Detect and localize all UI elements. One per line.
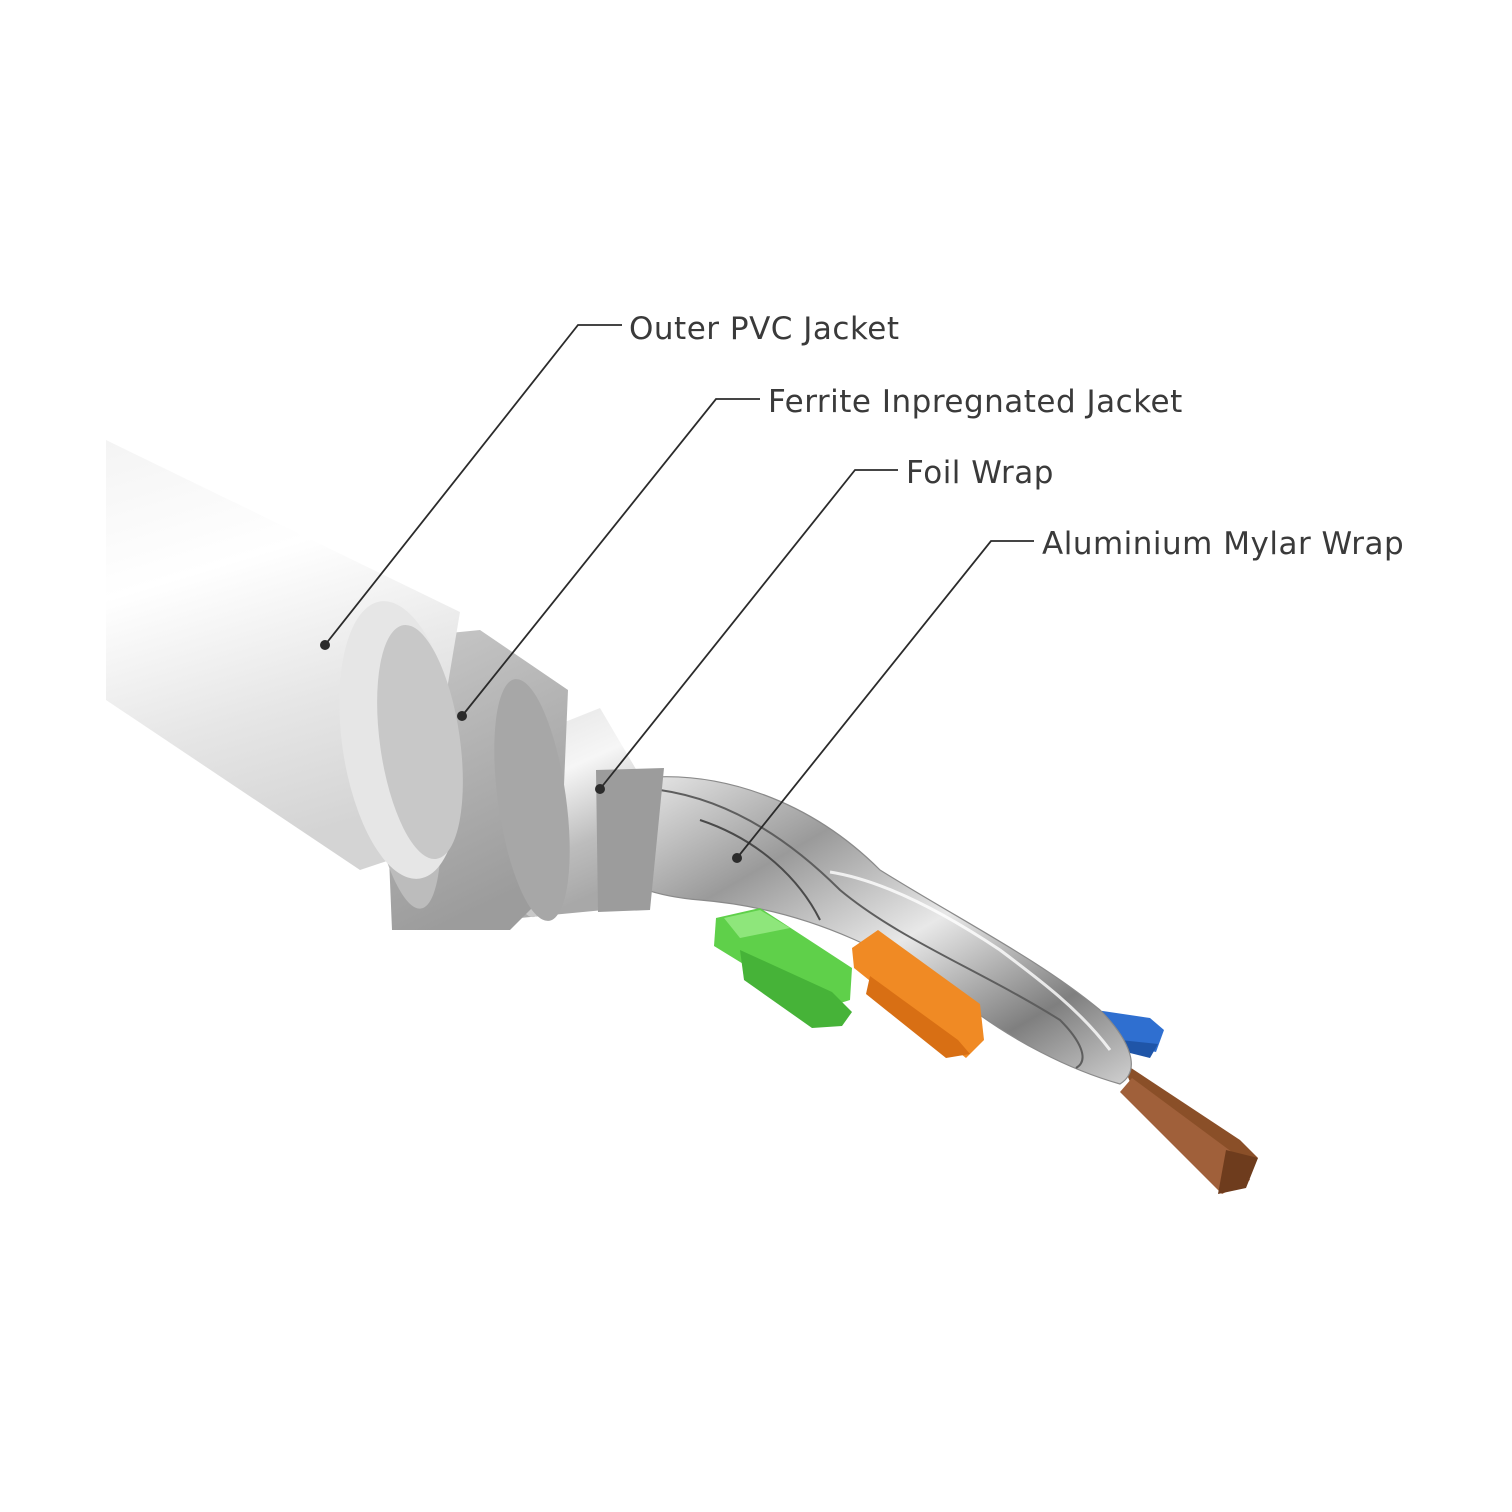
orange-wire-pair xyxy=(852,930,984,1058)
outer-pvc-jacket-leader xyxy=(320,324,622,650)
aluminium-mylar-wrap-label: Aluminium Mylar Wrap xyxy=(1042,526,1404,562)
foil-wrap-leader xyxy=(595,469,898,794)
foil-wrap-label: Foil Wrap xyxy=(906,455,1054,491)
twisted-pair-bundle xyxy=(599,776,1132,1085)
aluminium-mylar-wrap-leader xyxy=(732,540,1034,863)
ferrite-jacket-leader xyxy=(457,398,760,721)
outer-pvc-jacket-label: Outer PVC Jacket xyxy=(629,311,900,347)
ferrite-jacket-label: Ferrite Inpregnated Jacket xyxy=(768,384,1183,420)
outer-pvc-jacket-layer xyxy=(106,440,463,879)
brown-wire-pair xyxy=(1120,1062,1258,1194)
green-wire-pair xyxy=(714,908,852,1028)
